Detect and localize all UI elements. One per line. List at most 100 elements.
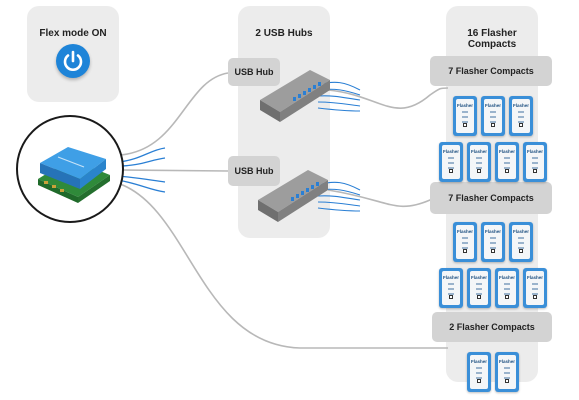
- device-screen: Flasher: [470, 271, 488, 305]
- device-label: Flasher: [484, 229, 501, 234]
- device-line: [532, 283, 538, 285]
- source-device: [16, 115, 124, 223]
- device-line: [476, 157, 482, 159]
- device-line: [476, 377, 482, 379]
- device-label: Flasher: [470, 149, 487, 154]
- device-screen: Flasher: [456, 99, 474, 133]
- flasher-compact-device: Flasher: [439, 142, 463, 182]
- device-line: [504, 377, 510, 379]
- device-line: [518, 116, 524, 118]
- sd-slot-icon: [477, 169, 481, 173]
- flasher-compact-device: Flasher: [453, 96, 477, 136]
- device-line: [504, 283, 510, 285]
- flasher-compact-device: Flasher: [481, 96, 505, 136]
- sd-slot-icon: [505, 169, 509, 173]
- power-icon: [63, 50, 83, 71]
- flasher-compact-device: Flasher: [509, 222, 533, 262]
- sd-slot-icon: [533, 295, 537, 299]
- device-line: [476, 162, 482, 164]
- flasher-compact-device: Flasher: [509, 96, 533, 136]
- device-line: [476, 283, 482, 285]
- device-screen: Flasher: [484, 225, 502, 259]
- device-label: Flasher: [456, 229, 473, 234]
- device-line: [518, 121, 524, 123]
- sd-slot-icon: [505, 295, 509, 299]
- device-screen: Flasher: [498, 145, 516, 179]
- device-screen: Flasher: [498, 355, 516, 389]
- device-line: [462, 116, 468, 118]
- device-screen: Flasher: [484, 99, 502, 133]
- device-line: [504, 157, 510, 159]
- device-label: Flasher: [470, 359, 487, 364]
- device-line: [448, 167, 454, 169]
- device-line: [518, 111, 524, 113]
- device-line: [476, 288, 482, 290]
- usb-hub-device-2: [258, 170, 328, 222]
- device-label: Flasher: [512, 229, 529, 234]
- flasher-group-label-3: 2 Flasher Compacts: [432, 312, 552, 342]
- device-line: [532, 157, 538, 159]
- device-line: [462, 111, 468, 113]
- device-line: [518, 237, 524, 239]
- device-line: [490, 242, 496, 244]
- device-label: Flasher: [526, 275, 543, 280]
- device-line: [532, 293, 538, 295]
- sd-slot-icon: [477, 379, 481, 383]
- sd-slot-icon: [491, 123, 495, 127]
- device-screen: Flasher: [442, 145, 460, 179]
- power-button[interactable]: [56, 44, 90, 78]
- device-line: [490, 111, 496, 113]
- device-label: Flasher: [442, 275, 459, 280]
- device-screen: Flasher: [470, 145, 488, 179]
- device-line: [490, 237, 496, 239]
- device-screen: Flasher: [498, 271, 516, 305]
- device-line: [518, 242, 524, 244]
- device-line: [476, 293, 482, 295]
- flasher-compact-device: Flasher: [467, 268, 491, 308]
- device-line: [504, 288, 510, 290]
- device-screen: Flasher: [456, 225, 474, 259]
- device-line: [532, 162, 538, 164]
- device-label: Flasher: [456, 103, 473, 108]
- sd-slot-icon: [463, 249, 467, 253]
- device-line: [448, 293, 454, 295]
- usb-hub-device-1: [260, 70, 330, 122]
- flashers-title: 16 Flasher Compacts: [467, 28, 517, 50]
- device-line: [448, 157, 454, 159]
- device-line: [504, 167, 510, 169]
- usb-hub-label-2: USB Hub: [228, 156, 280, 186]
- sd-slot-icon: [519, 123, 523, 127]
- flasher-compact-device: Flasher: [481, 222, 505, 262]
- device-line: [518, 247, 524, 249]
- device-screen: Flasher: [442, 271, 460, 305]
- sd-slot-icon: [533, 169, 537, 173]
- device-line: [490, 247, 496, 249]
- sd-slot-icon: [491, 249, 495, 253]
- device-line: [476, 372, 482, 374]
- flasher-compact-device: Flasher: [523, 142, 547, 182]
- device-line: [504, 162, 510, 164]
- flasher-compact-device: Flasher: [453, 222, 477, 262]
- device-line: [504, 372, 510, 374]
- device-line: [476, 167, 482, 169]
- flasher-compact-device: Flasher: [523, 268, 547, 308]
- device-label: Flasher: [512, 103, 529, 108]
- device-screen: Flasher: [470, 355, 488, 389]
- device-label: Flasher: [526, 149, 543, 154]
- device-line: [448, 283, 454, 285]
- device-line: [490, 121, 496, 123]
- flasher-compact-device: Flasher: [495, 352, 519, 392]
- device-line: [504, 293, 510, 295]
- device-line: [504, 367, 510, 369]
- flasher-compact-device: Flasher: [467, 352, 491, 392]
- flasher-compact-device: Flasher: [439, 268, 463, 308]
- sd-slot-icon: [463, 123, 467, 127]
- device-screen: Flasher: [512, 99, 530, 133]
- flasher-group-label-2: 7 Flasher Compacts: [430, 182, 552, 214]
- device-line: [490, 116, 496, 118]
- sd-slot-icon: [519, 249, 523, 253]
- sd-slot-icon: [477, 295, 481, 299]
- flex-mode-title: Flex mode ON: [39, 28, 107, 39]
- device-line: [462, 237, 468, 239]
- device-line: [448, 162, 454, 164]
